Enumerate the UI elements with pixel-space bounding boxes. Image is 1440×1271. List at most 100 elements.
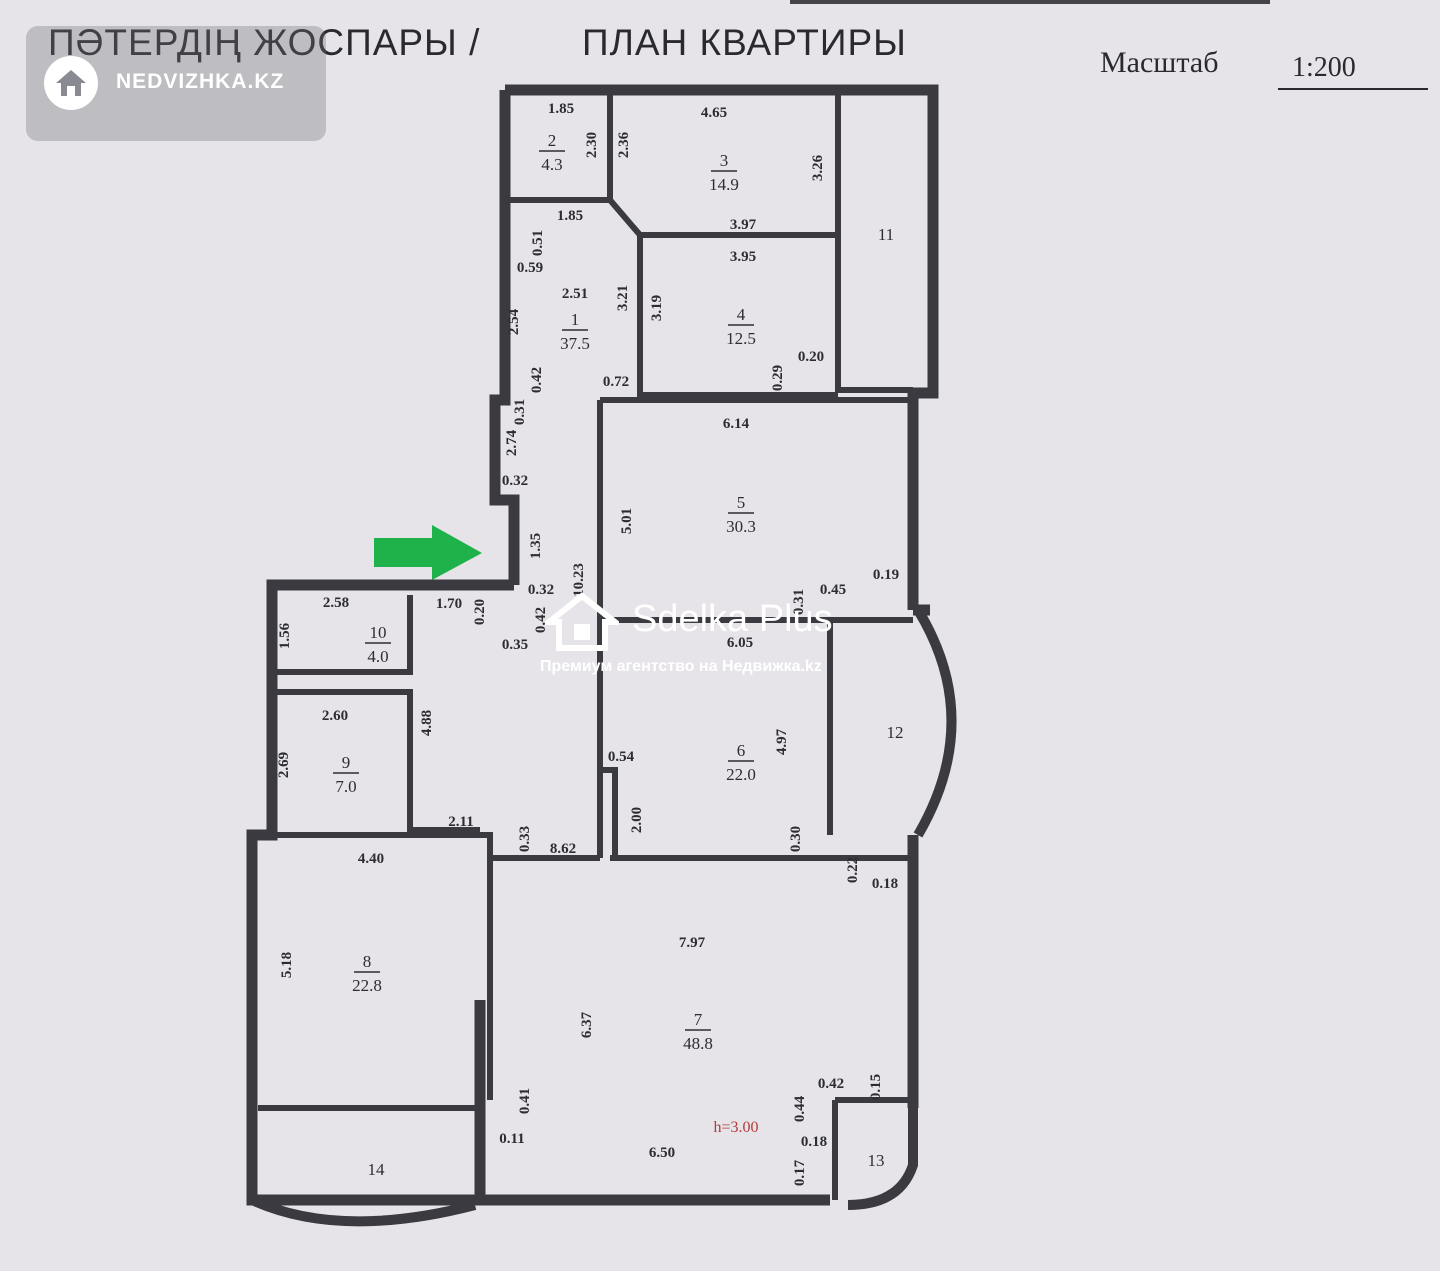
dimension-label: 2.69 [276, 752, 292, 778]
dimension-label: 2.58 [323, 595, 349, 611]
top-rule [790, 0, 1270, 4]
room-13-number: 13 [868, 1151, 885, 1170]
room-4-number: 4 [737, 305, 746, 324]
dimension-label: 2.51 [562, 286, 588, 302]
dimension-label: 1.56 [277, 622, 293, 649]
title-russian: ПЛАН КВАРТИРЫ [582, 22, 907, 63]
dimension-label: 0.20 [472, 599, 488, 625]
dimension-label: 0.32 [502, 473, 528, 489]
outer-walls [246, 84, 939, 1206]
room-6-area: 22.0 [726, 765, 756, 784]
dimension-label: 3.95 [730, 249, 756, 265]
dimension-label: 2.54 [506, 308, 522, 335]
room-12-number: 12 [887, 723, 904, 742]
dimension-label: 0.59 [517, 260, 543, 276]
dimension-label: 2.60 [322, 708, 348, 724]
watermark-subtitle: Премиум агентство на Недвижка.kz [540, 658, 822, 675]
dimension-label: 6.14 [723, 416, 750, 432]
room-2-area: 4.3 [541, 155, 562, 174]
wall-room9 [275, 689, 480, 833]
dimension-label: 0.54 [608, 749, 635, 765]
scale-value: 1:200 [1292, 52, 1356, 83]
room-11-number: 11 [878, 225, 894, 244]
dimension-label: 0.51 [530, 230, 546, 256]
dimension-label: 3.21 [615, 285, 631, 311]
room-1-area: 37.5 [560, 334, 590, 353]
dimension-label: 7.97 [679, 935, 706, 951]
balconies [247, 607, 957, 1227]
dimension-label: 0.42 [533, 607, 549, 633]
dimension-label: 1.35 [528, 533, 544, 559]
dimension-label: 2.36 [616, 131, 632, 158]
wall-room8-top [265, 832, 600, 861]
wall-left-wing [246, 579, 514, 1206]
wall-room11 [835, 95, 913, 393]
dimension-label: 2.11 [448, 814, 473, 830]
watermark-house-icon [545, 592, 619, 651]
room-4-area: 12.5 [726, 329, 756, 348]
dimension-label: 0.33 [517, 826, 533, 852]
dimension-label: 0.41 [517, 1088, 533, 1114]
ceiling-height: h=3.00 [713, 1119, 758, 1136]
dimension-label: 0.15 [868, 1074, 884, 1100]
dimension-label: 0.72 [603, 374, 629, 390]
room-10-area: 4.0 [367, 647, 388, 666]
dimension-label: 0.20 [798, 349, 824, 365]
dimension-label: 1.70 [436, 596, 462, 612]
title-kazakh: ПӘТЕРДІҢ ЖОСПАРЫ / [48, 22, 481, 63]
room-1-number: 1 [571, 310, 580, 329]
site-badge-text: NEDVIZHKA.KZ [116, 70, 285, 93]
scale-underline [1278, 88, 1428, 90]
interior-walls [258, 95, 913, 1200]
dimension-label: 4.88 [419, 710, 435, 736]
dimension-label: 0.30 [788, 826, 804, 852]
room-7-area: 48.8 [683, 1034, 713, 1053]
entrance-arrow [374, 525, 482, 580]
dimension-label: 0.32 [528, 582, 554, 598]
dimension-label: 5.18 [279, 952, 295, 978]
room-8-area: 22.8 [352, 976, 382, 995]
dimension-label: 0.19 [873, 567, 899, 583]
dimension-label: 6.50 [649, 1145, 675, 1161]
dimension-label: 0.42 [818, 1076, 844, 1092]
dimension-label: 0.11 [499, 1131, 524, 1147]
wall-balcony13 [832, 1097, 913, 1200]
dimension-label: 10.23 [571, 563, 587, 597]
dimension-label: 0.31 [791, 589, 807, 615]
room-5-number: 5 [737, 493, 746, 512]
dimension-label: 8.62 [550, 841, 576, 857]
room-6-number: 6 [737, 741, 746, 760]
balcony-13-arc [847, 1108, 918, 1210]
dimension-label: 0.29 [770, 365, 786, 391]
wall-room10 [275, 595, 413, 675]
balcony-14-arc [247, 1108, 477, 1227]
dimension-label: 0.44 [792, 1095, 808, 1122]
dimension-label: 3.97 [730, 217, 757, 233]
dimension-label: 4.65 [701, 105, 727, 121]
wall-room3-room4 [607, 198, 835, 238]
dimension-label: 3.26 [810, 154, 826, 181]
dimension-label: 5.01 [619, 508, 635, 534]
scale-label: Масштаб [1100, 46, 1219, 79]
room-14-number: 14 [368, 1160, 386, 1179]
watermark-title: Sdelka Plus [632, 598, 833, 640]
dimension-label: 4.40 [358, 851, 384, 867]
room-9-area: 7.0 [335, 777, 356, 796]
dimension-label: 0.17 [792, 1159, 808, 1186]
dimension-label: 0.45 [820, 582, 846, 598]
dimension-label: 6.37 [579, 1011, 595, 1038]
dimension-label: 1.85 [548, 101, 574, 117]
dimension-label: 0.22 [845, 857, 861, 883]
dimension-label: 2.00 [629, 807, 645, 833]
balcony-12-arc [913, 607, 957, 838]
dimension-label: 0.18 [872, 876, 898, 892]
room-10-number: 10 [370, 623, 387, 642]
dimension-label: 2.74 [504, 429, 520, 456]
dimension-label: 6.05 [727, 635, 753, 651]
dimension-label: 1.85 [557, 208, 583, 224]
room-8-number: 8 [363, 952, 372, 971]
dimension-label: 2.30 [584, 132, 600, 158]
room-9-number: 9 [342, 753, 351, 772]
